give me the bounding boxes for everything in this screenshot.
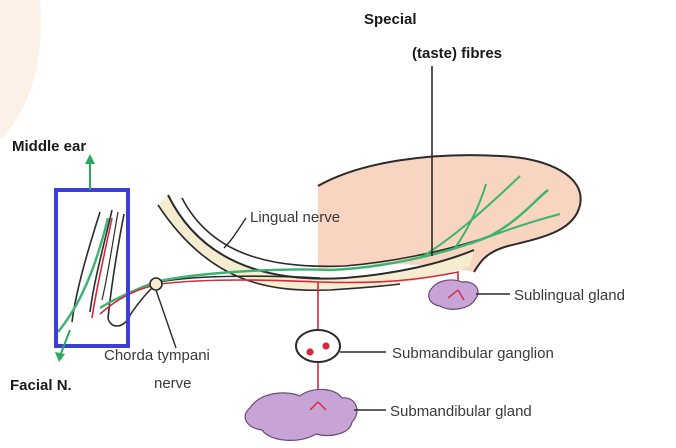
chorda-leader [156,290,176,348]
background-smudge [0,0,41,140]
ganglion-cell-2 [322,342,329,349]
submandibular-gland [245,389,357,440]
lingual-nerve-leader [224,218,246,248]
arrow-down-shaft [60,330,70,356]
ganglion-cell-1 [306,348,313,355]
middle-ear-label: Middle ear [12,138,86,155]
chorda-label-line1: Chorda tympani [104,347,210,364]
chorda-swelling [150,278,162,290]
sublingual-gland-label: Sublingual gland [514,287,625,304]
lingual-nerve-label: Lingual nerve [250,209,340,226]
submandibular-gland-label: Submandibular gland [390,403,532,420]
chorda-label-line2: nerve [154,375,192,392]
special-label-line1: Special [364,11,417,28]
submandibular-ganglion-label: Submandibular ganglion [392,345,554,362]
submandibular-ganglion [296,330,340,362]
sublingual-gland [429,280,478,309]
facial-n-label: Facial N. [10,377,72,394]
facial-canal-outline-b [90,210,112,312]
arrow-up-head [85,154,95,164]
arrow-down-head [55,352,65,362]
tongue-shape [318,155,581,272]
special-label-line2: (taste) fibres [412,45,502,62]
